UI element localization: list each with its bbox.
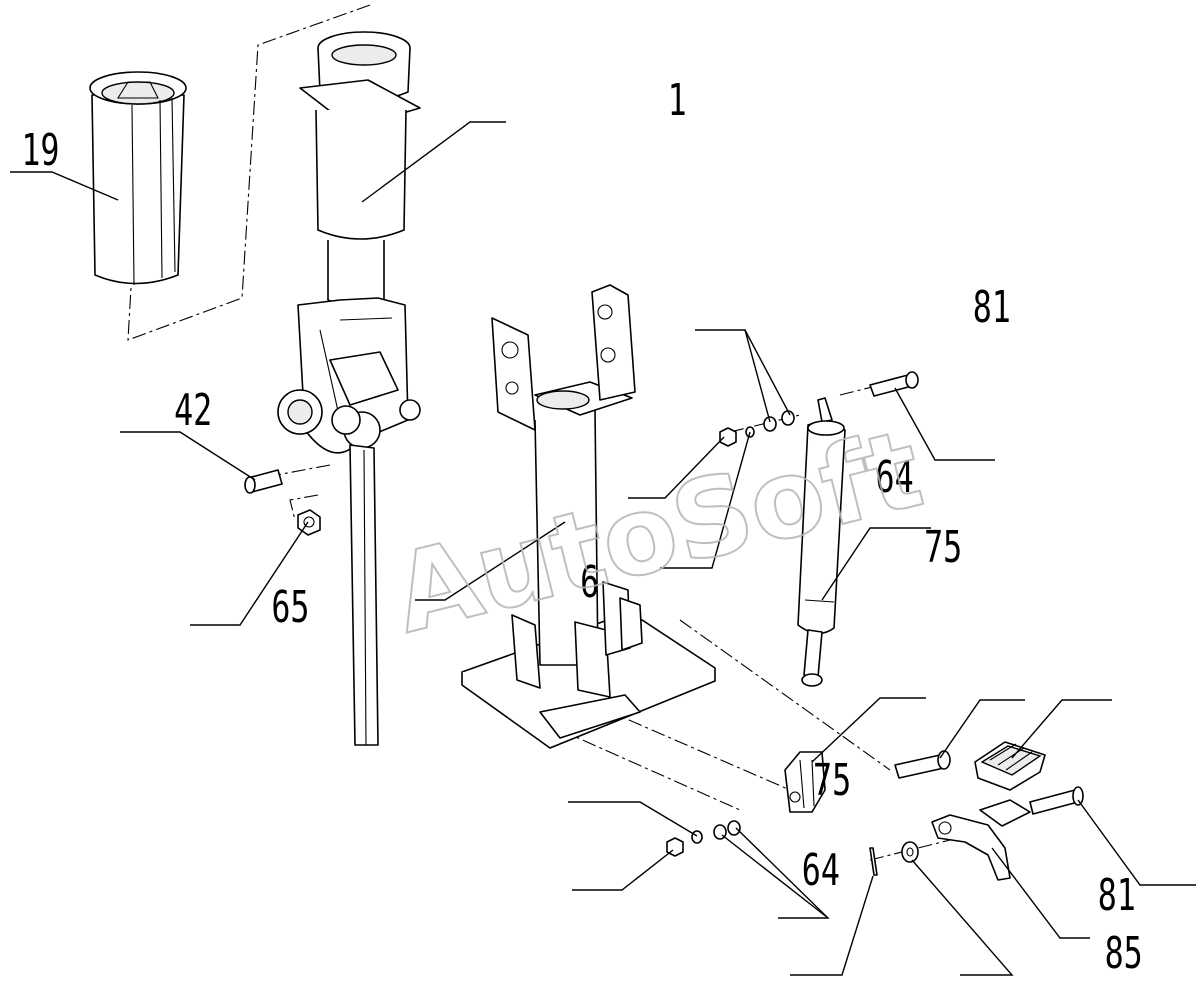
callout-42: 42 xyxy=(174,385,212,437)
callout-64-lower: 64 xyxy=(802,845,840,897)
part-33-clevis xyxy=(784,751,826,813)
part-42-bolt xyxy=(244,469,283,494)
part-82-washer xyxy=(901,841,919,863)
callout-64-upper: 64 xyxy=(876,452,914,504)
part-8-pedal-arm xyxy=(931,799,1031,881)
callout-6: 6 xyxy=(580,557,599,609)
callout-81-lower: 81 xyxy=(1098,870,1136,922)
part-19-sleeve xyxy=(89,71,187,286)
part-111-gas-spring xyxy=(797,397,846,687)
part-1-steering-column xyxy=(277,31,421,746)
callout-1: 1 xyxy=(668,75,687,127)
callout-85: 85 xyxy=(1105,928,1143,980)
leader-lines xyxy=(10,121,1196,976)
callout-81-upper: 81 xyxy=(973,282,1011,334)
callout-75-lower: 75 xyxy=(813,755,851,807)
part-40-bolt xyxy=(869,371,919,397)
part-81-washers-lower xyxy=(713,820,741,840)
watermark: AutoSoft xyxy=(382,407,933,658)
callout-65: 65 xyxy=(271,582,309,634)
part-88-pedal-pad xyxy=(974,741,1046,791)
part-6-pedal-bracket xyxy=(461,284,716,749)
assembly-lines xyxy=(127,4,951,861)
callout-75-upper: 75 xyxy=(924,522,962,574)
part-87-pin xyxy=(1029,786,1084,815)
part-81-washers-upper xyxy=(763,410,795,432)
part-64-nut-upper xyxy=(719,427,737,447)
callouts: 19 1 42 65 6 81 64 75 40 111 33 41 88 75… xyxy=(21,75,1143,980)
callout-19: 19 xyxy=(21,125,59,177)
part-85-cotter-pin xyxy=(869,847,878,876)
part-75-washer-lower xyxy=(691,830,703,844)
